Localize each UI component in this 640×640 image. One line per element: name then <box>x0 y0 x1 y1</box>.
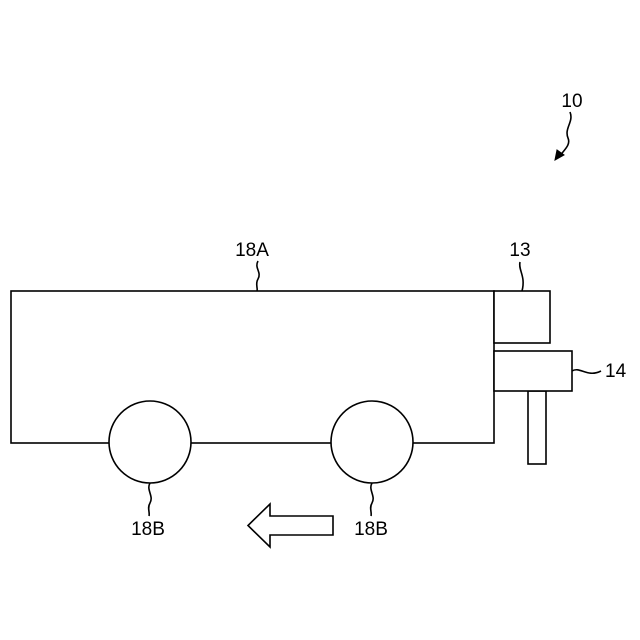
leader-18b-right <box>371 483 374 516</box>
label-13: 13 <box>509 240 530 261</box>
component-14-post <box>528 391 546 464</box>
leader-18a <box>257 261 260 291</box>
leader-14 <box>572 370 601 374</box>
component-14-head <box>494 351 572 391</box>
label-10: 10 <box>561 91 582 112</box>
direction-arrow-left <box>248 504 333 547</box>
reference-arrow-10 <box>559 112 571 157</box>
component-13 <box>494 291 550 343</box>
label-18a: 18A <box>235 240 269 261</box>
body-18a <box>11 291 494 443</box>
label-14: 14 <box>605 361 627 382</box>
wheel-right-18b <box>331 401 413 483</box>
leader-18b-left <box>149 483 152 516</box>
wheel-left-18b <box>109 401 191 483</box>
label-18b-left: 18B <box>131 519 165 540</box>
leader-13 <box>520 262 523 291</box>
label-18b-right: 18B <box>354 519 388 540</box>
